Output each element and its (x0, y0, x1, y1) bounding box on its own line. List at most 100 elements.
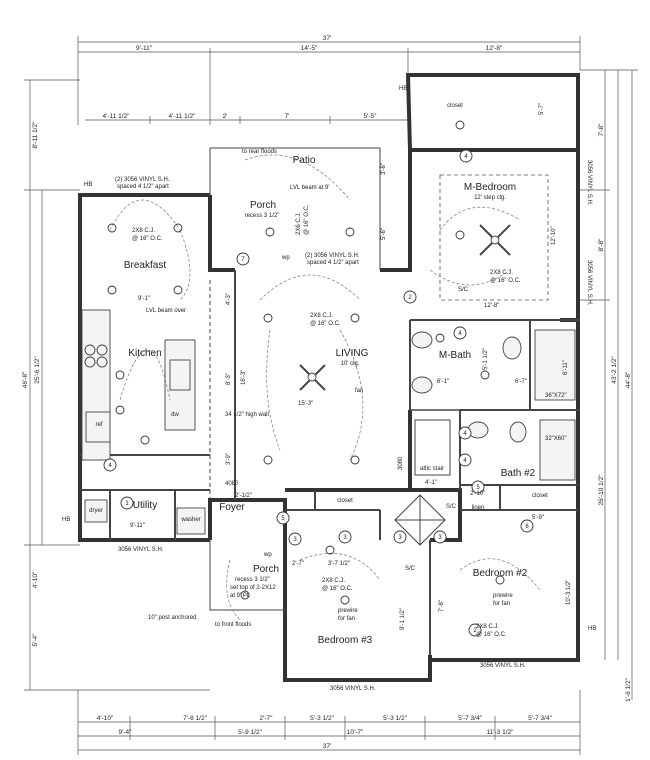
note-window-mbed2: 3056 VINYL S.H. (586, 260, 592, 306)
bottom-dim-9: 5'-9 1/2" (238, 729, 262, 736)
bottom-dim-7: 5'-7 3/4" (528, 715, 552, 722)
dim-utility-w: 9'-11" (130, 523, 145, 529)
right-dim-small: 1'-6 1/2" (625, 677, 632, 701)
bottom-dim-1: 4'-10" (97, 715, 114, 722)
ref-label: ref (95, 422, 102, 428)
left-dimensions: 8'-11 1/2" 46'-8" 25'-6 1/2" 4'-10" 5'-4… (22, 79, 210, 691)
dim-porch-h2: 5'-6" (381, 228, 387, 240)
dim-bed2-side: 7'-8" (439, 600, 445, 612)
note-front-floods: to front floods (215, 622, 251, 628)
dim-breakfast-w: 9'-1" (138, 296, 150, 302)
dim-mbath-w: 6'-1" (437, 379, 449, 385)
toilet-icon (502, 336, 522, 360)
sink-icon (411, 331, 433, 349)
cooktop-burner (84, 344, 96, 356)
note-windows-porch: (2) 3056 VINYL S.H. (305, 253, 360, 259)
overall-bottom-width: 37' (323, 743, 331, 750)
tag-4b: 4 (458, 331, 462, 337)
dim-kitchen-h3: 3'-9" (226, 453, 232, 465)
ceiling-fan-icon (299, 224, 511, 391)
top-dim-2: 14'-5" (301, 45, 318, 52)
note-shower2: 32"X60" (545, 436, 567, 442)
top-dim-6: 2' (223, 113, 228, 120)
tub-icon (534, 329, 576, 401)
electrical (107, 120, 541, 621)
note-lvl-over: LVL beam over (146, 308, 186, 314)
left-dim-total: 46'-8" (22, 371, 29, 388)
note-post: 10" post anchored (148, 615, 197, 621)
fixtures (81, 224, 576, 546)
note-lvl-beam: LVL beam at 9' (290, 185, 330, 191)
note-door-3080: 3080 (398, 456, 404, 470)
plan-notes: to rear floods LVL beam at 9' (2) 3056 V… (62, 86, 596, 692)
dim-bed3-h: 9'-1 1/2" (400, 608, 406, 630)
left-dim-3: 5'-4" (32, 633, 39, 647)
right-dim-total: 44'-8" (625, 371, 632, 388)
note-front-porch-1: recess 3 1/2" (235, 577, 270, 583)
exterior-walls (78, 73, 580, 682)
linen-closet: linen (472, 505, 485, 511)
room-utility: Utility (133, 500, 157, 511)
right-dim-lower: 26'-10 1/2" (598, 474, 605, 506)
top-dim-1: 9'-11" (136, 45, 153, 52)
right-dimensions: 7'-8" 8'-8" 43'-2 1/2" 44'-8" 26'-10 1/2… (580, 69, 638, 702)
note-sc-hall2: S/C (446, 504, 457, 510)
top-dim-8: 5'-5" (364, 113, 378, 120)
room-living-clg: 10' clg. (341, 361, 360, 367)
room-porch-rear: Porch (250, 200, 276, 211)
door-tags: 7 2 4 4 4 4 5 6 3 3 3 3 4 1 5 2 (103, 149, 534, 637)
dim-mbed-h: 12'-10" (551, 226, 557, 245)
left-dim-partial: 25'-6 1/2" (34, 356, 41, 384)
note-cj-living2: @ 16" O.C. (310, 321, 341, 327)
closet-bath2: closet (532, 493, 548, 499)
dim-bed2-h: 10'-3 1/2" (566, 580, 572, 605)
tag-4d: 4 (463, 458, 467, 464)
note-wp-front: wp (263, 552, 272, 558)
room-breakfast: Breakfast (124, 260, 166, 271)
top-dim-4: 4'-11 1/2" (103, 113, 131, 120)
room-bath2: Bath #2 (501, 468, 536, 479)
interior-walls (80, 147, 580, 655)
tag-5: 5 (476, 485, 480, 491)
note-cj-bed2: 2X8 C.J. (476, 624, 499, 630)
dryer (84, 499, 108, 523)
shower-icon (539, 419, 576, 481)
bottom-dim-11: 11'-3 1/2" (487, 729, 515, 736)
room-kitchen: Kitchen (128, 348, 161, 359)
note-cj-bed2b: @ 16" O.C. (476, 632, 507, 638)
dim-bath2-w2: 5'-9" (532, 515, 544, 521)
refrigerator (85, 411, 111, 443)
note-shower1: 36"X72" (545, 393, 567, 399)
closet-hall: closet (337, 498, 353, 504)
left-dim-2: 4'-10" (32, 571, 39, 588)
note-cj-porch: 2X6 C.J. (296, 212, 302, 235)
right-dim-partial: 43'-2 1/2" (611, 356, 618, 384)
dim-mbath-h: 5'-1 1/2" (483, 348, 489, 370)
note-prewire-bed3b: for fan (338, 616, 355, 622)
washer (176, 507, 206, 535)
dim-bed3-w2: 3'-7 1/2" (328, 561, 350, 567)
bottom-dim-8: 9'-4" (119, 729, 133, 736)
light-icon (107, 223, 117, 233)
note-rear-floods: to rear floods (242, 149, 277, 155)
bottom-dim-2: 7'-8 1/2" (183, 715, 207, 722)
dim-kitchen-h: 8'-3" (226, 373, 232, 385)
note-hb-right: HB (588, 626, 596, 632)
note-front-porch-2: set top of 2-2X12 (230, 585, 276, 591)
dim-living-h: 16'-3" (241, 370, 247, 385)
attic-stair: attic stair (420, 466, 444, 472)
note-hb-top: HB (84, 182, 92, 188)
note-sc-hall1: S/C (405, 566, 416, 572)
note-prewire-bed2b: for fan (493, 601, 510, 607)
room-foyer: Foyer (219, 502, 245, 513)
tag-2b: 2 (473, 628, 477, 634)
overall-top-width: 37' (323, 35, 331, 42)
tag-4c: 4 (463, 431, 467, 437)
note-fan: fan (355, 388, 363, 394)
dim-mbed-w: 12'-8" (484, 303, 499, 309)
right-dim-1: 7'-8" (598, 123, 605, 137)
tag-4e: 4 (108, 463, 112, 469)
dw-label: dw (171, 412, 179, 418)
dim-living-w: 15'-3" (298, 401, 313, 407)
